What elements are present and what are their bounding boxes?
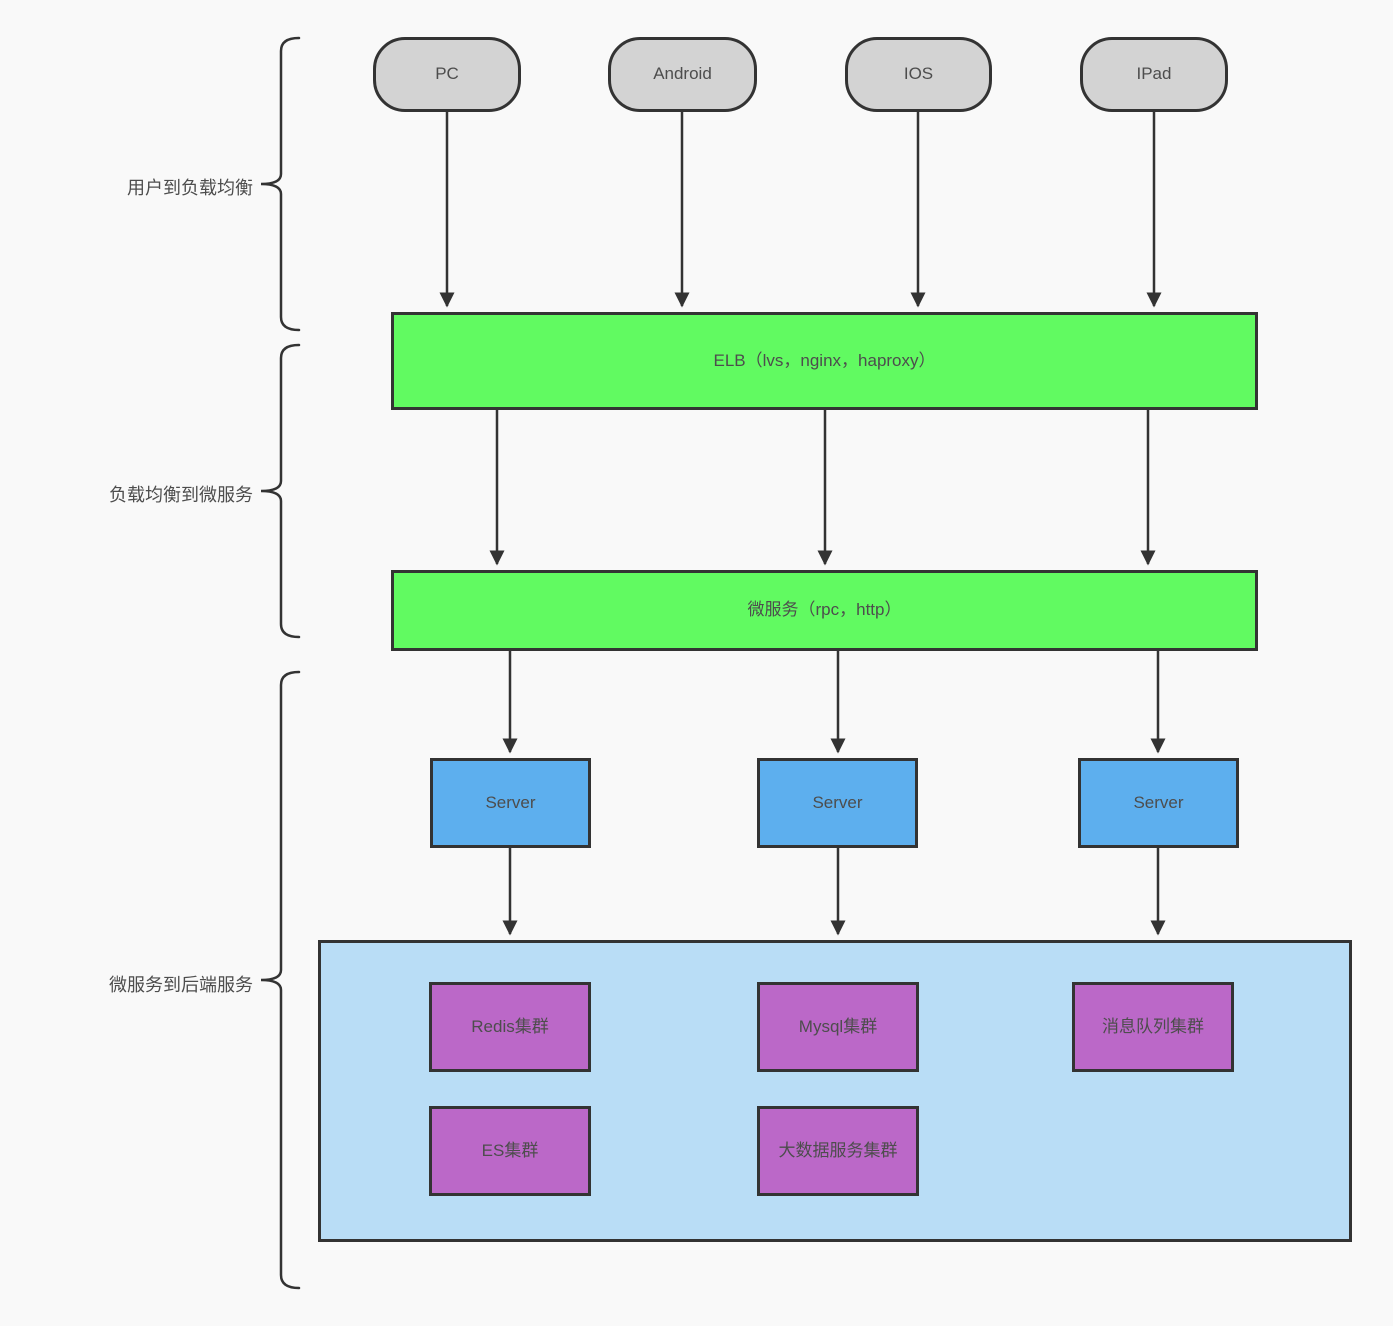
section-label-ms-to-backend: 微服务到后端服务	[109, 975, 253, 995]
cluster-node-mq: 消息队列集群	[1072, 982, 1234, 1072]
server-node-3: Server	[1078, 758, 1239, 848]
brace-users-to-lb	[260, 36, 301, 332]
server-node-2: Server	[757, 758, 918, 848]
client-node-android: Android	[608, 37, 757, 112]
client-node-pc: PC	[373, 37, 521, 112]
section-label-users-to-lb: 用户到负载均衡	[127, 178, 253, 198]
cluster-node-redis: Redis集群	[429, 982, 591, 1072]
arrows-group	[439, 112, 1166, 936]
client-node-ipad: IPad	[1080, 37, 1228, 112]
section-label-lb-to-ms: 负载均衡到微服务	[109, 485, 253, 505]
brace-ms-to-backend	[260, 670, 301, 1290]
braces-group	[260, 36, 301, 1290]
client-node-ios: IOS	[845, 37, 992, 112]
cluster-node-es: ES集群	[429, 1106, 591, 1196]
cluster-node-bigdata: 大数据服务集群	[757, 1106, 919, 1196]
cluster-node-mysql: Mysql集群	[757, 982, 919, 1072]
brace-lb-to-ms	[260, 343, 301, 639]
elb-layer-node: ELB（lvs，nginx，haproxy）	[391, 312, 1258, 410]
server-node-1: Server	[430, 758, 591, 848]
microservice-layer-node: 微服务（rpc，http）	[391, 570, 1258, 651]
